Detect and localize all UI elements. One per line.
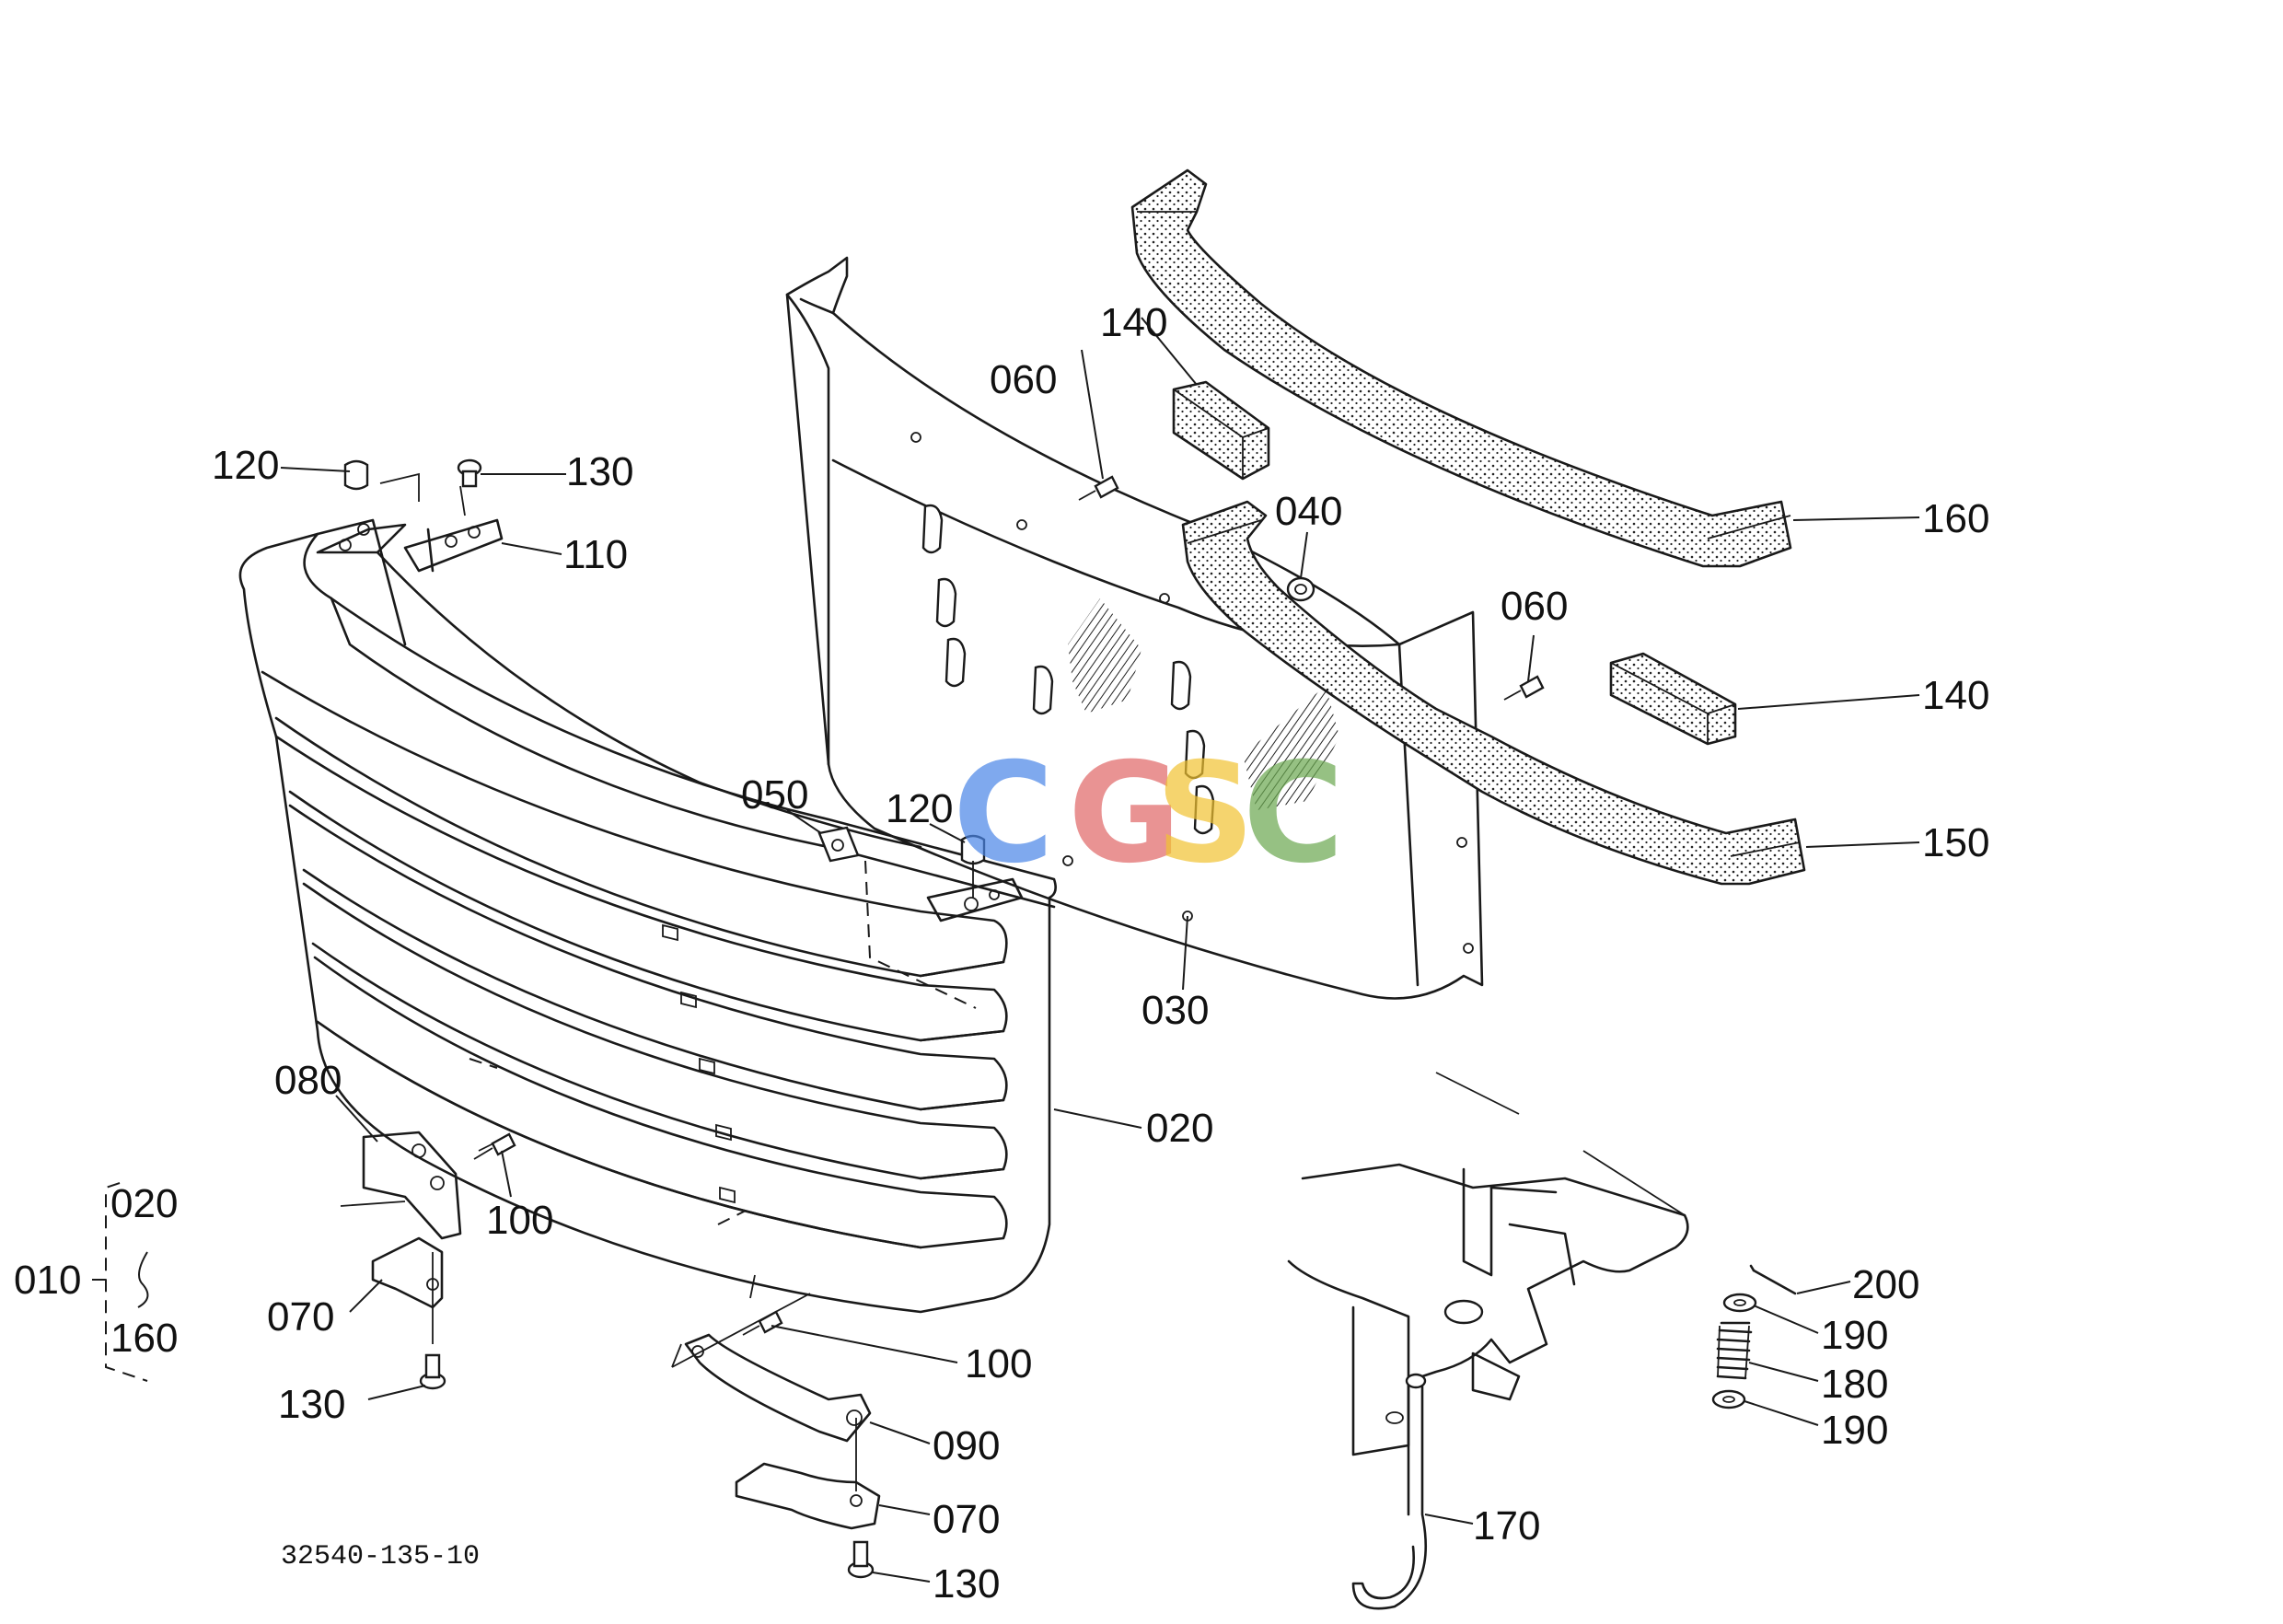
callout-200: 200 [1852, 1262, 1919, 1307]
callout-050: 050 [741, 772, 808, 818]
callout-100: 100 [486, 1198, 553, 1243]
callout-190: 190 [1821, 1313, 1888, 1358]
callout-030: 030 [1142, 988, 1209, 1033]
callout-140: 140 [1100, 300, 1167, 345]
callout-130: 130 [933, 1561, 1000, 1607]
callout-070: 070 [267, 1294, 334, 1340]
callout-160-group: 160 [110, 1316, 178, 1361]
callout-020: 020 [1146, 1106, 1213, 1151]
callout-020-group: 020 [110, 1181, 178, 1226]
callout-170: 170 [1473, 1503, 1540, 1549]
watermark: C G S C [953, 734, 1344, 894]
callout-010: 010 [14, 1258, 81, 1303]
callout-150: 150 [1922, 820, 1989, 865]
fasteners-and-brackets [340, 458, 1545, 1579]
watermark-letter-c2: C [1243, 734, 1344, 894]
callout-120: 120 [212, 443, 279, 488]
foam-seals [1130, 168, 1806, 886]
watermark-letter-s: S [1155, 734, 1255, 894]
latch-assembly [1287, 1072, 1797, 1610]
callout-110: 110 [563, 532, 628, 577]
callout-190: 190 [1821, 1408, 1888, 1453]
front-grille [238, 518, 1057, 1314]
callout-180: 180 [1821, 1362, 1888, 1407]
watermark-letter-g: G [1068, 734, 1181, 894]
callout-160: 160 [1922, 496, 1989, 541]
drawing-number: 32540-135-10 [281, 1541, 480, 1572]
callout-140: 140 [1922, 673, 1989, 718]
callout-100: 100 [965, 1341, 1032, 1386]
leader-lines [92, 317, 1920, 1583]
callout-090: 090 [933, 1423, 1000, 1468]
callout-labels: 120 130 110 140 060 040 060 160 140 150 … [14, 300, 1989, 1607]
callout-130: 130 [278, 1382, 345, 1427]
callout-060: 060 [1501, 584, 1568, 629]
rear-panel [785, 256, 1484, 1000]
watermark-letter-c1: C [953, 734, 1054, 894]
callout-040: 040 [1275, 489, 1342, 534]
callout-120: 120 [886, 786, 953, 831]
callout-080: 080 [274, 1058, 342, 1103]
callout-130: 130 [566, 449, 633, 494]
callout-060: 060 [990, 357, 1057, 402]
callout-070: 070 [933, 1497, 1000, 1542]
